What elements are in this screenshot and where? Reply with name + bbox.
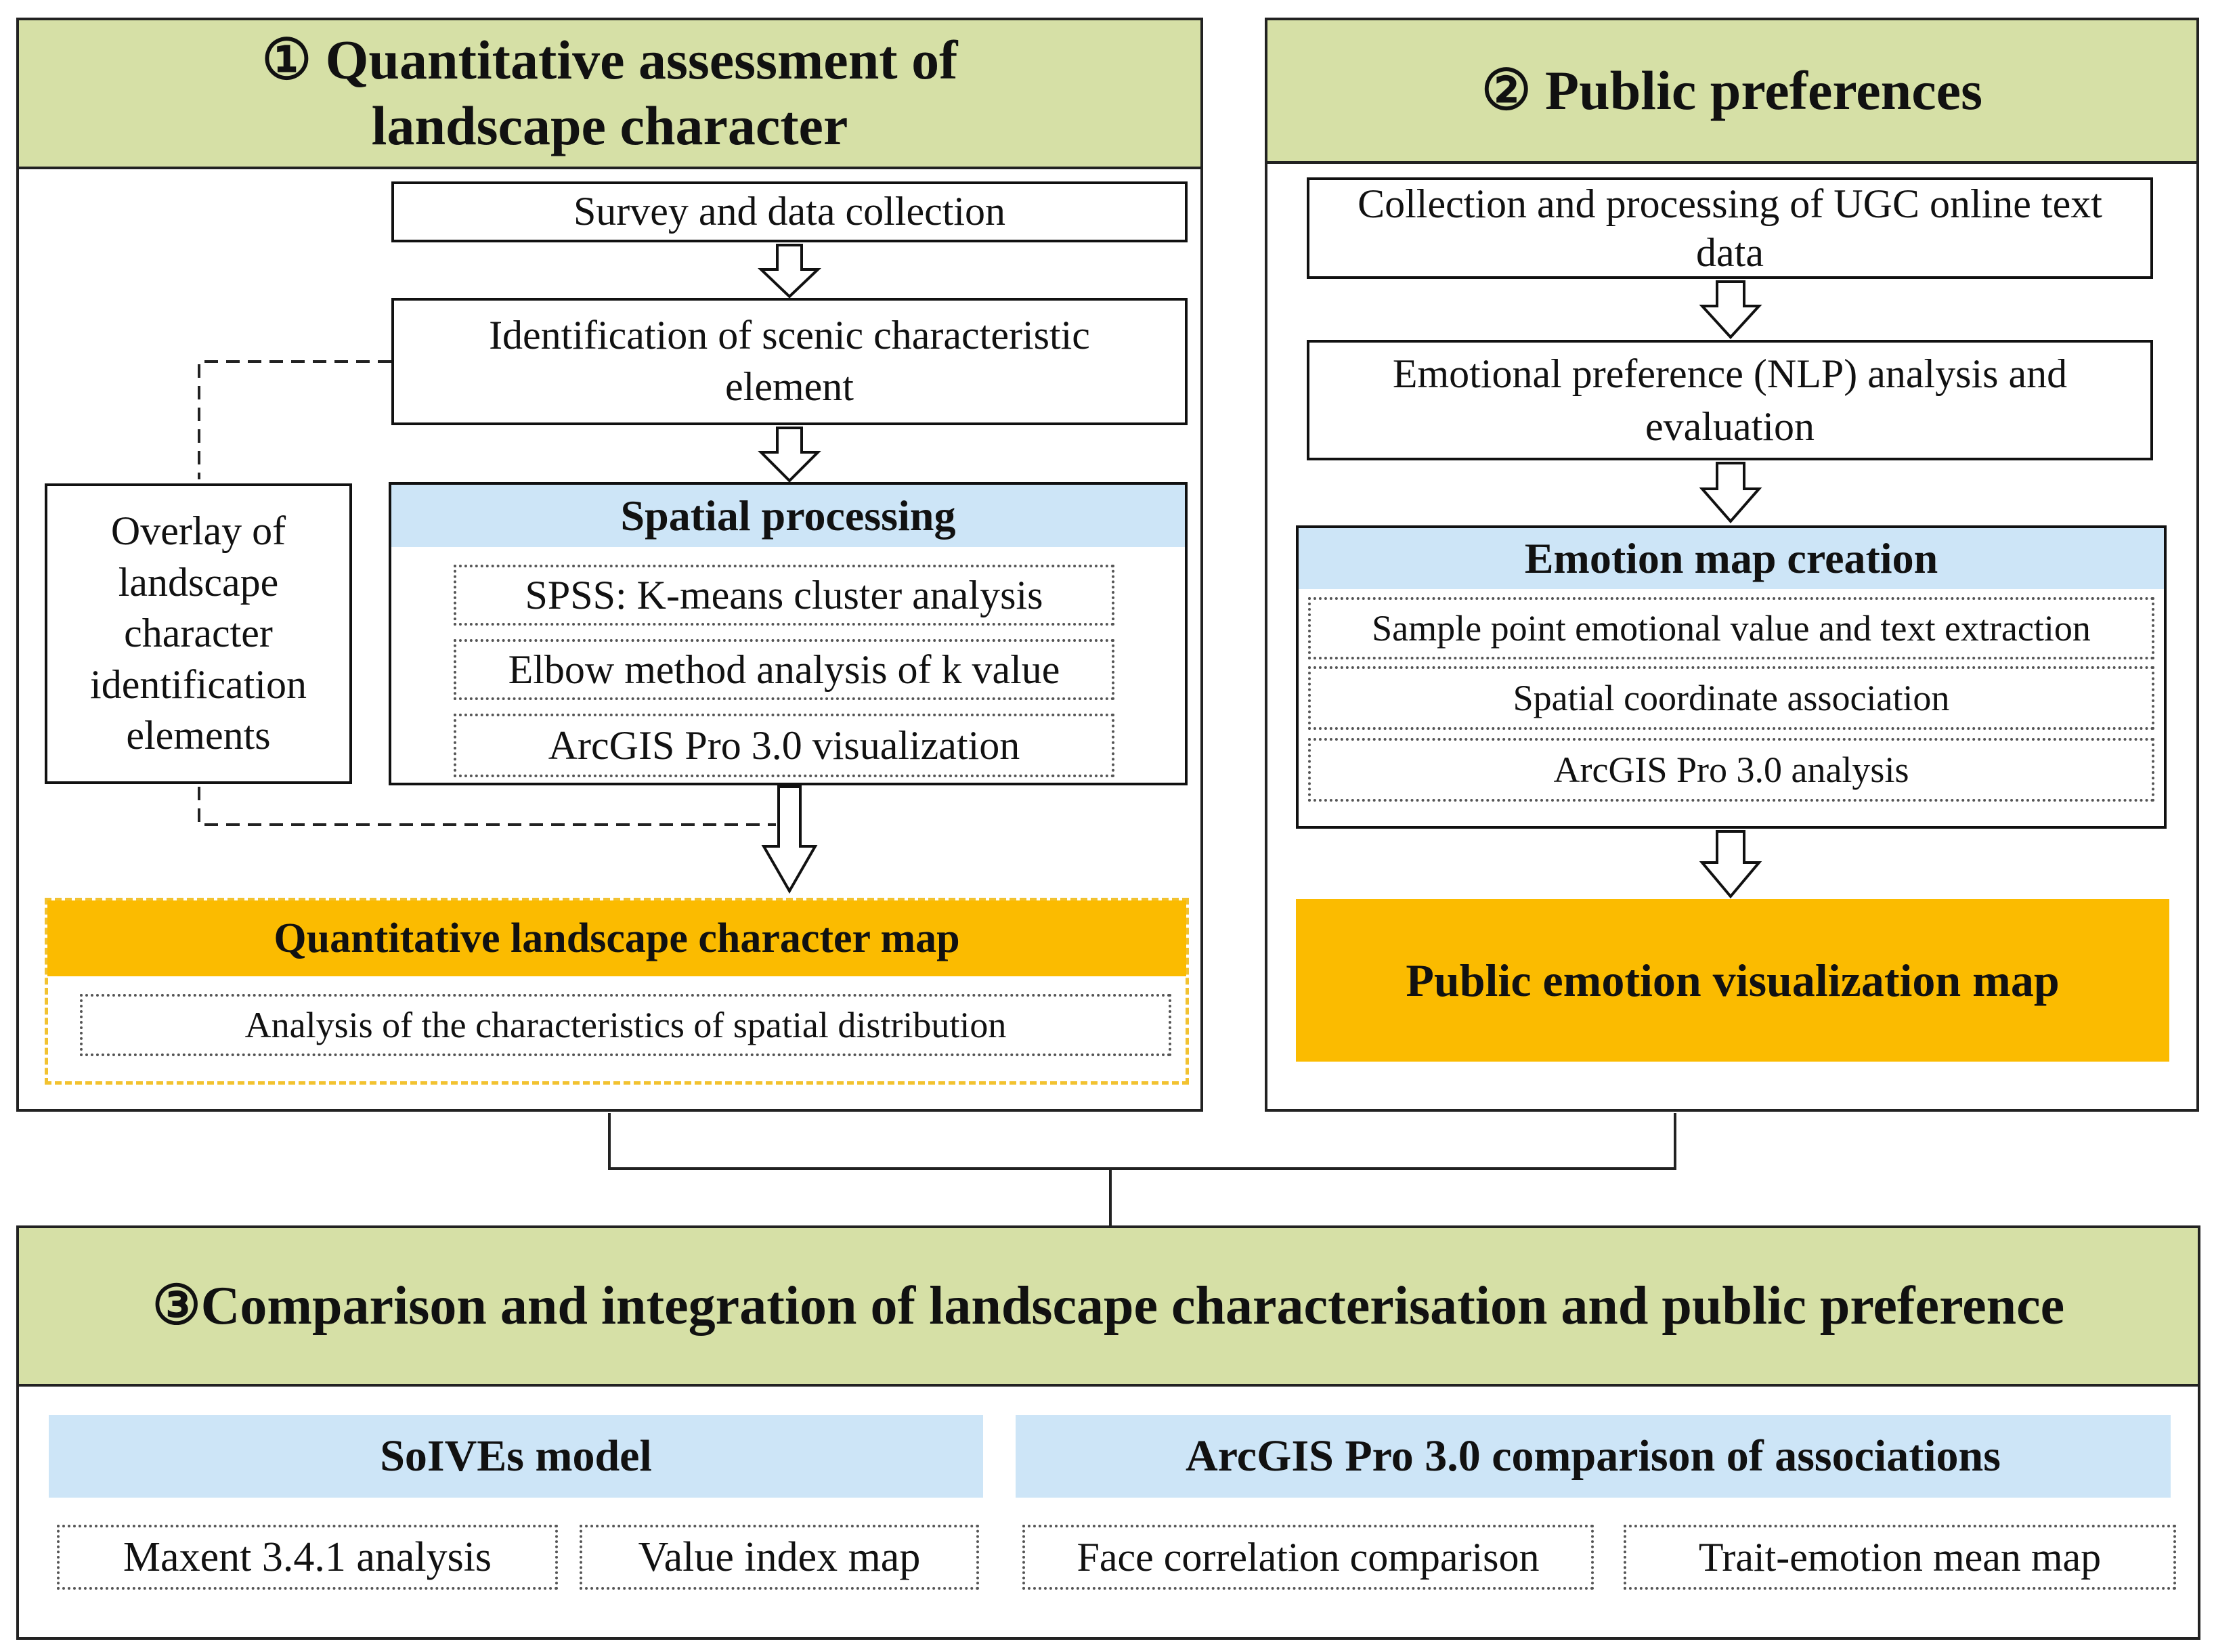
emotion-item-arcgis: ArcGIS Pro 3.0 analysis [1308, 738, 2154, 802]
landscape-map-item-label: Analysis of the characteristics of spati… [244, 1005, 1007, 1045]
overlay-box: Overlay of landscape character identific… [45, 483, 352, 784]
face-correlation-item: Face correlation comparison [1022, 1525, 1594, 1590]
maxent-item-label: Maxent 3.4.1 analysis [123, 1534, 492, 1580]
spatial-item-arcgis: ArcGIS Pro 3.0 visualization [454, 714, 1114, 777]
panel-public-preferences-header: ② Public preferences [1267, 20, 2196, 164]
identification-label: Identification of scenic characteristic … [489, 313, 1090, 409]
spatial-processing-title: Spatial processing [620, 492, 956, 540]
arcgis-comparison-title: ArcGIS Pro 3.0 comparison of association… [1186, 1431, 2001, 1481]
identification-box: Identification of scenic characteristic … [391, 298, 1188, 425]
emotional-box: Emotional preference (NLP) analysis and … [1307, 340, 2153, 460]
arcgis-comparison-header: ArcGIS Pro 3.0 comparison of association… [1016, 1415, 2171, 1498]
trait-emotion-item: Trait-emotion mean map [1624, 1525, 2176, 1590]
landscape-map-item: Analysis of the characteristics of spati… [80, 994, 1171, 1056]
spatial-item-elbow-label: Elbow method analysis of k value [508, 647, 1060, 692]
survey-box: Survey and data collection [391, 181, 1188, 242]
trait-emotion-item-label: Trait-emotion mean map [1698, 1534, 2102, 1580]
emotion-item-arcgis-label: ArcGIS Pro 3.0 analysis [1553, 749, 1909, 790]
emotion-item-spatial: Spatial coordinate association [1308, 666, 2154, 730]
panel-public-preferences-title: ② Public preferences [1481, 59, 1982, 121]
soives-title: SoIVEs model [380, 1431, 652, 1481]
panel-landscape-character-header: ① Quantitative assessment of landscape c… [19, 20, 1200, 169]
emotion-item-spatial-label: Spatial coordinate association [1513, 678, 1950, 718]
collection-label: Collection and processing of UGC online … [1358, 181, 2102, 275]
emotion-item-sample-label: Sample point emotional value and text ex… [1372, 608, 2091, 649]
value-index-item: Value index map [580, 1525, 979, 1590]
bracket-connector [608, 1113, 1676, 1225]
collection-box: Collection and processing of UGC online … [1307, 177, 2153, 279]
emotion-item-sample: Sample point emotional value and text ex… [1308, 597, 2154, 659]
face-correlation-item-label: Face correlation comparison [1077, 1534, 1540, 1580]
panel-landscape-character-title-line1: ① Quantitative assessment of [261, 29, 958, 91]
spatial-processing-header: Spatial processing [391, 485, 1185, 547]
overlay-label: Overlay of landscape character identific… [90, 508, 307, 758]
value-index-item-label: Value index map [638, 1534, 921, 1580]
public-emotion-map: Public emotion visualization map [1296, 899, 2169, 1062]
spatial-item-kmeans-label: SPSS: K-means cluster analysis [525, 572, 1043, 617]
panel-landscape-character-title-line2: landscape character [371, 95, 848, 156]
maxent-item: Maxent 3.4.1 analysis [57, 1525, 558, 1590]
emotion-map-title: Emotion map creation [1524, 534, 1938, 582]
emotion-map-header: Emotion map creation [1299, 528, 2164, 589]
panel-comparison-title: ③Comparison and integration of landscape… [152, 1276, 2065, 1336]
spatial-item-kmeans: SPSS: K-means cluster analysis [454, 565, 1114, 626]
panel-comparison-header: ③Comparison and integration of landscape… [19, 1228, 2198, 1387]
survey-label: Survey and data collection [573, 189, 1006, 234]
emotional-label: Emotional preference (NLP) analysis and … [1392, 351, 2068, 449]
landscape-map-header: Quantitative landscape character map [47, 900, 1186, 976]
landscape-map-title: Quantitative landscape character map [274, 915, 960, 961]
spatial-item-arcgis-label: ArcGIS Pro 3.0 visualization [548, 722, 1020, 768]
soives-header: SoIVEs model [49, 1415, 983, 1498]
public-emotion-map-label: Public emotion visualization map [1406, 954, 2060, 1006]
spatial-item-elbow: Elbow method analysis of k value [454, 639, 1114, 700]
